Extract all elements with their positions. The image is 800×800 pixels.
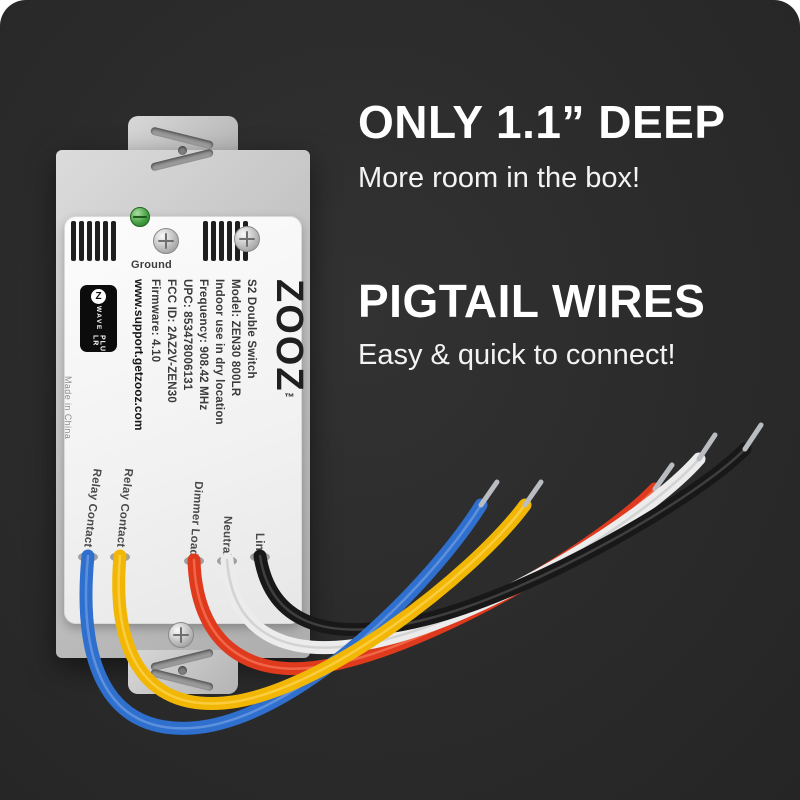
product-label: ZOOZ™ S2 Double Switch Model: ZEN30 800L… [130,279,311,453]
spec-line: FCC ID: 2AZ2V-ZEN30 [165,279,177,403]
wire-black-highlight [258,447,747,631]
vent-slots-left [71,221,116,261]
zwave-logo-icon: Z [91,289,106,304]
spec-line: Firmware: 4.10 [149,279,161,363]
trademark: ™ [284,392,295,404]
brand-logo: ZOOZ™ [267,279,311,453]
mounting-hole [178,146,187,155]
wire-yellow-tip [522,479,544,508]
brand-text: ZOOZ [268,279,310,393]
spec-line: Model: ZEN30 800LR [229,279,241,397]
screw [153,228,179,254]
screw [168,622,194,648]
headline-pigtail: PIGTAIL WIRES [358,275,706,327]
ground-screw-green [130,207,150,227]
spec-line: Indoor use in dry location [213,279,225,425]
wire-blue-tip [478,479,500,508]
terminal-label-line: Line [253,532,265,557]
wire-white-tip [696,432,718,462]
zwave-badge-brand: WAVE [95,306,102,331]
headline-depth: ONLY 1.1” DEEP [358,96,726,148]
spec-line: S2 Double Switch [245,279,257,379]
spec-line: Frequency: 908.42 MHz [197,279,209,411]
subheadline-pigtail: Easy & quick to connect! [358,339,676,371]
ground-label: Ground [131,259,172,271]
mounting-hole [178,666,187,675]
spec-line: UPC: 853478006131 [181,279,193,391]
zwave-badge-tier: PLUS LR [91,334,106,352]
terminal-label-neutral: Neutral [220,515,234,558]
wire-red-tip [652,462,675,492]
subheadline-depth: More room in the box! [358,162,641,194]
zwave-badge: Z WAVE PLUS LR [80,285,117,352]
support-website: www.support.getzooz.com [132,279,146,431]
wire-black-tip [742,422,764,452]
wire-black [253,442,752,637]
made-in-label: Made in China [63,376,73,440]
screw [234,226,260,252]
